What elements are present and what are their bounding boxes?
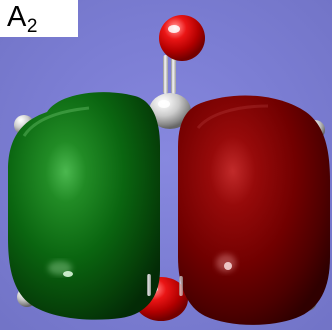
orbital-lobe-red [178, 95, 330, 325]
orbital-lobe-green [8, 92, 160, 320]
orbital-label-subscript: 2 [26, 16, 38, 37]
orbital-label-main: A [7, 1, 26, 33]
orbital-label: A2 [0, 0, 78, 37]
bond-top [163, 55, 176, 94]
bond-bottom-right [179, 276, 183, 296]
bond-bottom-left [147, 274, 151, 296]
carbon-atom [149, 93, 191, 129]
oxygen-atom-top [159, 15, 205, 61]
